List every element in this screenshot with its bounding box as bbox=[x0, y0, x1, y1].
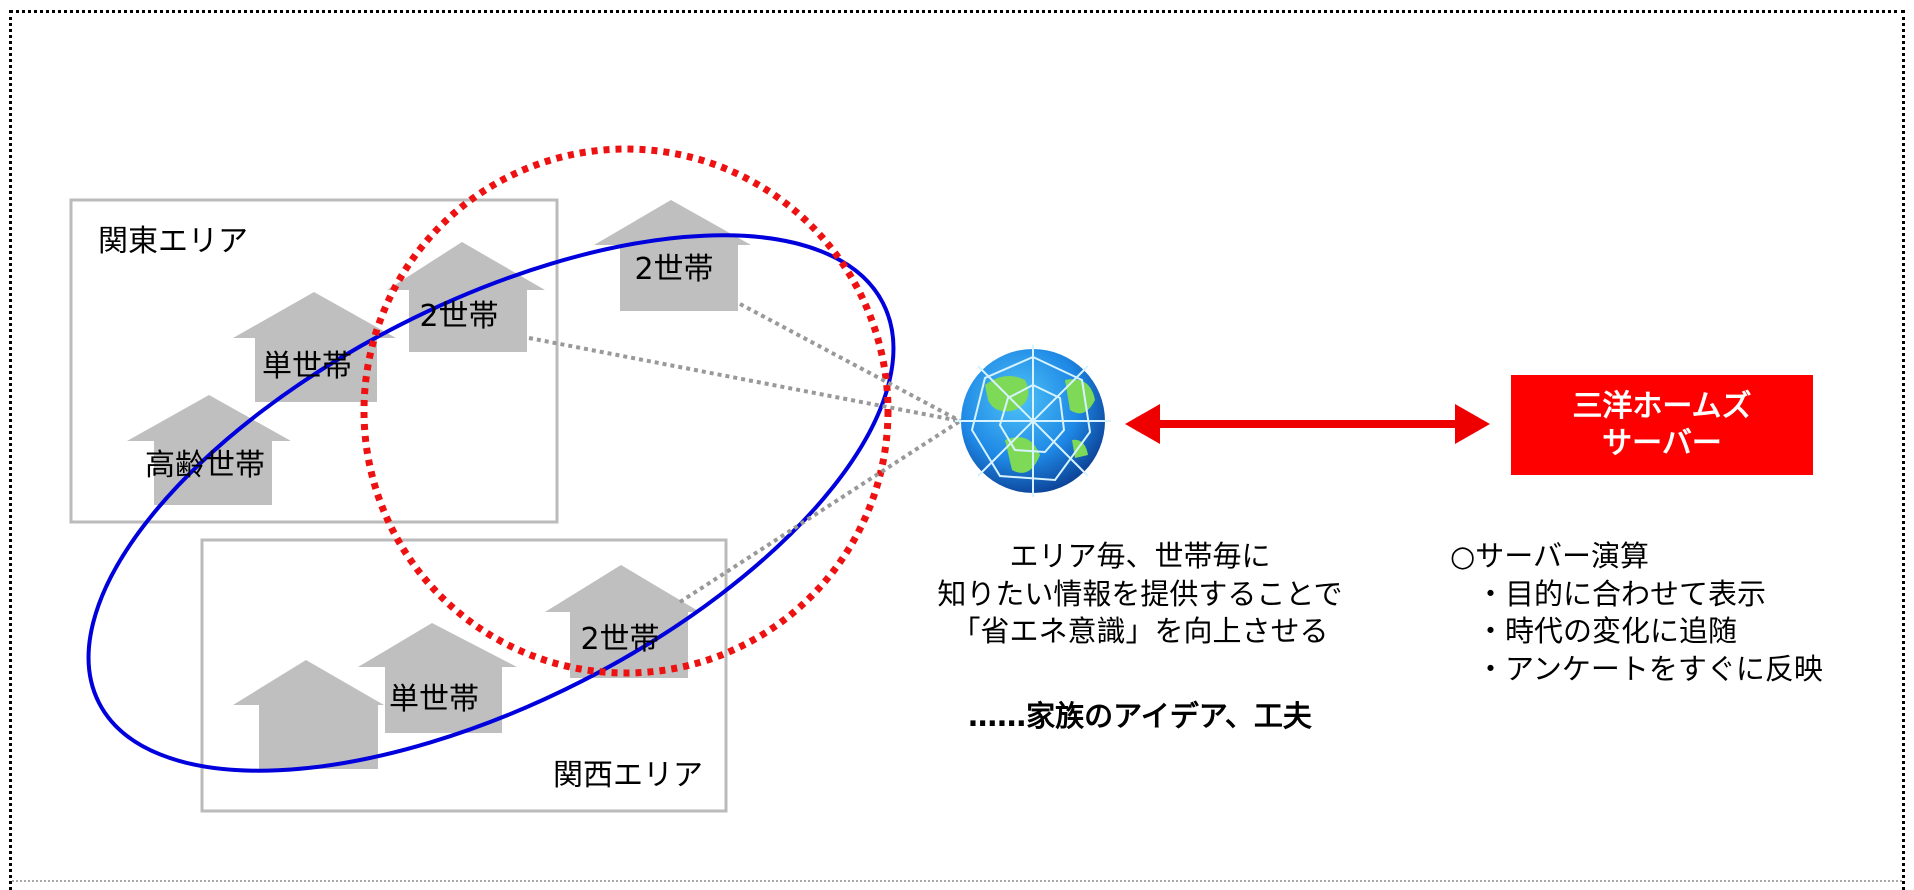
house-label-2setai-kansai: 2世帯 bbox=[580, 622, 660, 657]
server-name: 三洋ホームズ bbox=[1572, 388, 1752, 424]
kansai-area-box bbox=[200, 538, 728, 813]
house-label-tansetai-kanto: 単世帯 bbox=[262, 349, 352, 384]
house-label-2setai-kanto-right: 2世帯 bbox=[634, 252, 714, 287]
house-blank-kansai bbox=[233, 660, 384, 769]
kansai-area-label: 関西エリア bbox=[553, 758, 703, 793]
connection-lines bbox=[528, 302, 962, 604]
server-label: サーバー bbox=[1602, 426, 1722, 461]
info-message-line2: 知りたい情報を提供することで bbox=[937, 576, 1343, 611]
info-message-line1: エリア毎、世帯毎に bbox=[1009, 539, 1271, 573]
house-label-koureisetai: 高齢世帯 bbox=[145, 448, 265, 483]
house-label-tansetai-kansai: 単世帯 bbox=[389, 682, 479, 717]
info-message-line3: 「省エネ意識」を向上させる bbox=[951, 614, 1329, 649]
target-group-circle bbox=[360, 145, 892, 677]
kanto-area-label: 関東エリア bbox=[98, 224, 248, 259]
server-calc-item: ・目的に合わせて表示 bbox=[1476, 576, 1767, 611]
house-tansetai-kanto bbox=[233, 292, 396, 402]
sanyo-homes-server-box: 三洋ホームズ サーバー bbox=[1511, 375, 1813, 475]
info-message: エリア毎、世帯毎に 知りたい情報を提供することで 「省エネ意識」を向上させる bbox=[900, 538, 1380, 651]
server-calc-list: ○サーバー演算 ・目的に合わせて表示 ・時代の変化に追随 ・アンケートをすぐに反… bbox=[1450, 538, 1823, 689]
kanto-area-box bbox=[69, 198, 559, 524]
household-group-ellipse bbox=[86, 233, 896, 773]
server-calc-item: ・アンケートをすぐに反映 bbox=[1476, 652, 1823, 687]
server-calc-title: ○サーバー演算 bbox=[1450, 539, 1650, 573]
house-tansetai-kansai bbox=[358, 623, 517, 733]
house-label-2setai-kanto-left: 2世帯 bbox=[419, 299, 499, 334]
outer-frame bbox=[9, 10, 1905, 890]
globe-network-icon bbox=[955, 345, 1111, 497]
bottom-divider bbox=[12, 880, 1902, 882]
family-ideas-emphasis: ……家族のアイデア、工夫 bbox=[968, 699, 1312, 733]
server-calc-item: ・時代の変化に追随 bbox=[1476, 614, 1738, 649]
bidirectional-arrow bbox=[1125, 404, 1490, 444]
